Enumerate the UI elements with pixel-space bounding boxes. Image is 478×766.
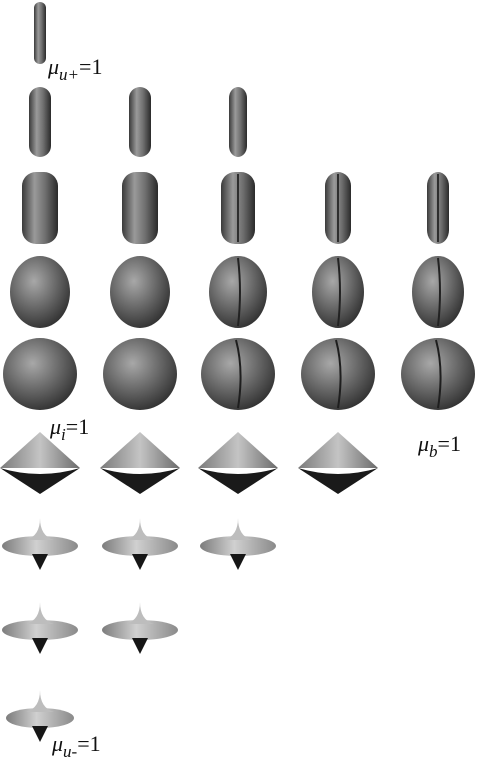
label-mu-u-plus-symbol: μ: [48, 54, 60, 79]
shape-r5-c5: [401, 338, 475, 410]
label-mu-u-minus-value: =1: [77, 731, 101, 756]
shape-r5-c1: [3, 338, 77, 410]
shape-r5-c3: [201, 338, 275, 410]
shape-r6-c1: [0, 432, 80, 494]
shape-r6-c4: [298, 432, 378, 494]
shape-r3-c4: [325, 172, 351, 244]
shape-r3-c3: [221, 172, 255, 244]
shape-r4-c2: [110, 256, 170, 328]
shape-r3-c2: [122, 172, 158, 244]
shape-r8-c2: [102, 602, 178, 654]
label-mu-u-minus-symbol: μ: [52, 731, 64, 756]
label-mu-u-plus-value: =1: [79, 54, 103, 79]
shape-r5-c4: [301, 338, 375, 410]
shape-r1-c1: [34, 2, 46, 64]
label-mu-b-subscript: b: [429, 442, 438, 461]
shape-r8-c1: [2, 602, 78, 654]
shape-r4-c5: [412, 256, 464, 328]
shape-r3-c1: [22, 172, 58, 244]
label-mu-u-minus: μu-=1: [52, 731, 101, 761]
shape-r6-c3: [198, 432, 278, 494]
label-mu-b-value: =1: [437, 431, 461, 456]
shape-r7-c3: [200, 518, 276, 570]
label-mu-b-symbol: μ: [418, 431, 430, 456]
label-mu-u-plus-subscript: u+: [59, 65, 80, 84]
label-mu-i-symbol: μ: [50, 414, 62, 439]
label-mu-b: μb=1: [418, 431, 461, 461]
shape-r9-c1: [6, 690, 74, 742]
label-mu-i-subscript: i: [61, 425, 66, 444]
shape-r4-c4: [312, 256, 364, 328]
shape-r7-c1: [2, 518, 78, 570]
shape-r2-c3: [229, 87, 247, 157]
shape-r4-c3: [209, 256, 267, 328]
label-mu-u-plus: μu+=1: [48, 54, 103, 84]
shape-r6-c2: [100, 432, 180, 494]
shape-r3-c5: [427, 172, 449, 244]
label-mu-i-value: =1: [65, 414, 90, 439]
shape-r2-c1: [29, 87, 51, 157]
label-mu-i: μi=1: [50, 414, 90, 444]
shape-r2-c2: [129, 87, 151, 157]
shape-r4-c1: [10, 256, 70, 328]
label-mu-u-minus-subscript: u-: [63, 742, 78, 761]
shape-r5-c2: [103, 338, 177, 410]
shape-r7-c2: [102, 518, 178, 570]
